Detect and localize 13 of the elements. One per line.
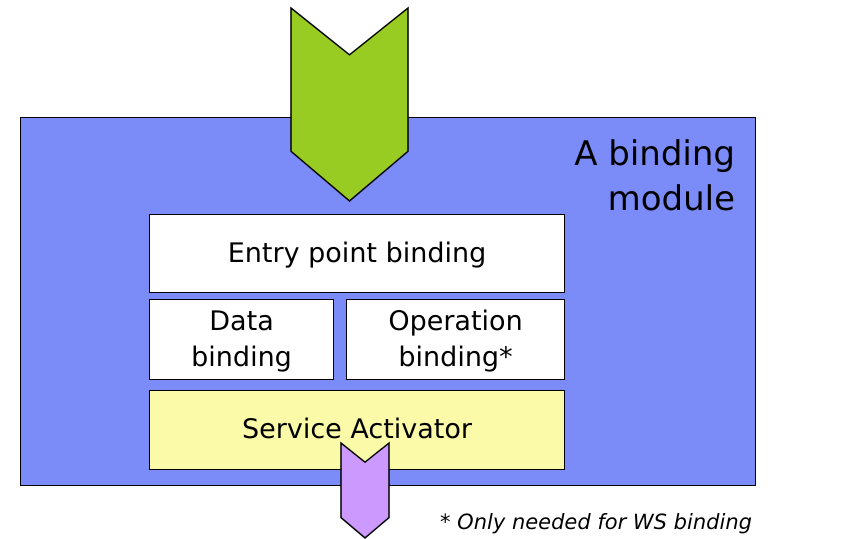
component-box xyxy=(346,299,565,380)
component-label: Service Activator xyxy=(240,413,474,447)
footnote: * Only needed for WS binding xyxy=(440,510,752,534)
chevron-arrow xyxy=(340,441,390,539)
module-title: A binding module xyxy=(573,133,735,221)
component-box xyxy=(149,299,334,380)
component-label: Entry point binding xyxy=(226,236,488,270)
component-label: Data binding xyxy=(190,304,293,374)
chevron-arrow xyxy=(290,6,409,202)
component-label: Operation binding* xyxy=(387,304,524,374)
component-box xyxy=(149,214,565,293)
module-box xyxy=(20,117,756,486)
component-box xyxy=(149,390,565,470)
